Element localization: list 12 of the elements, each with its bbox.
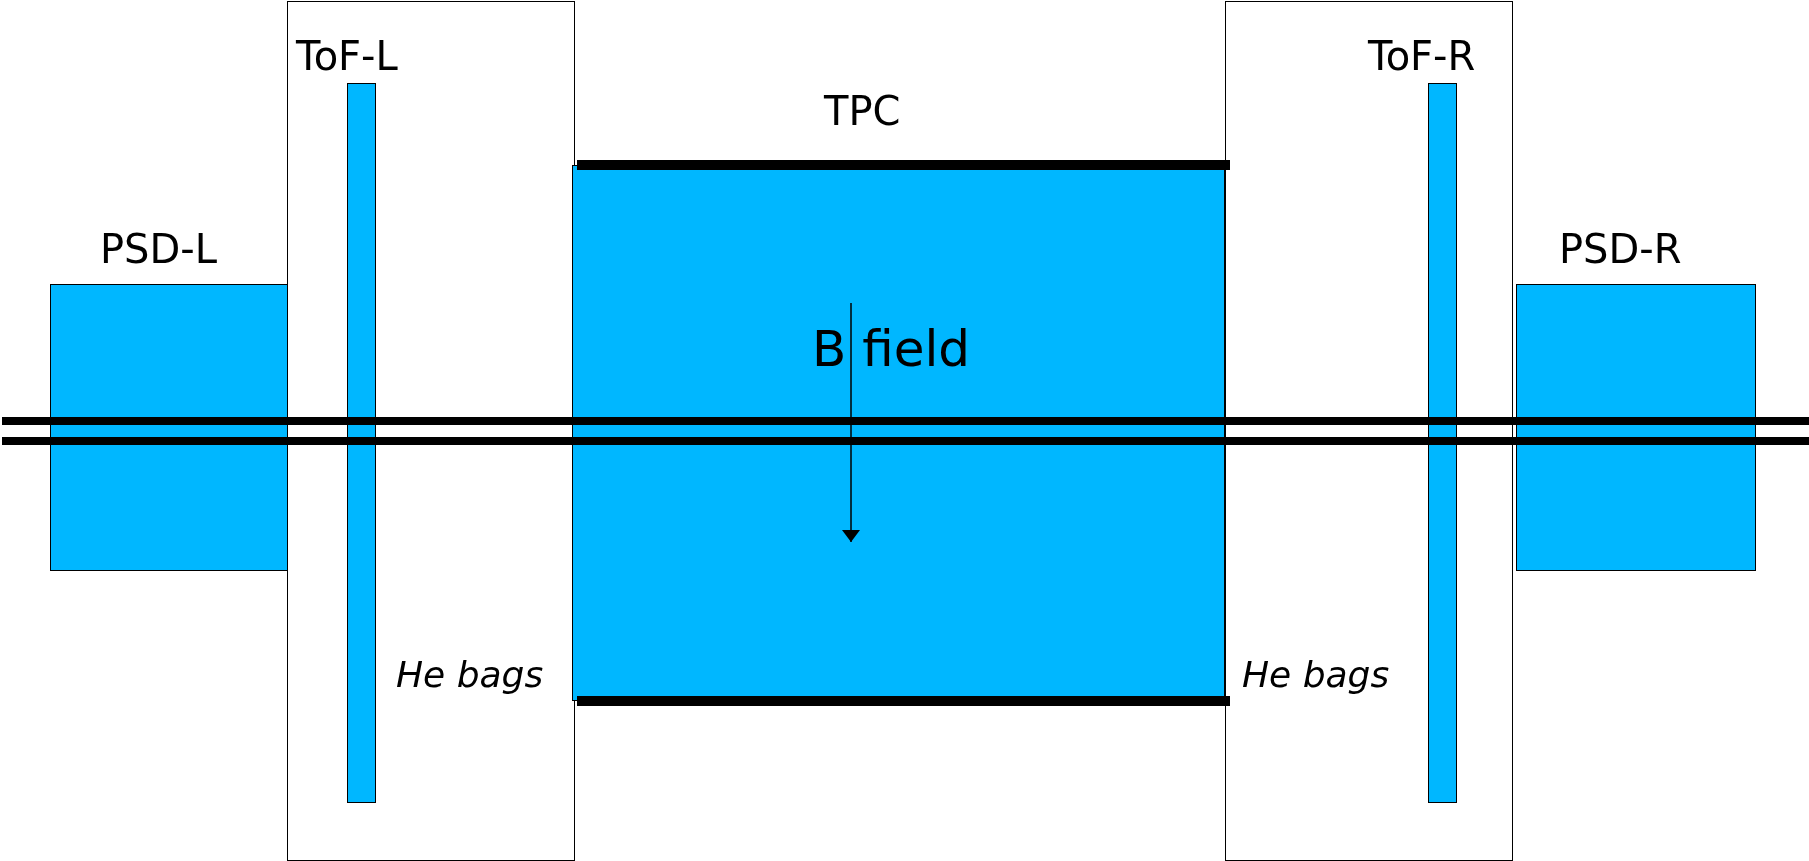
region-label: He bags <box>1242 657 1390 693</box>
detector-label: PSD-L <box>100 229 218 269</box>
field-label: B field <box>812 324 971 374</box>
detector-label: PSD-R <box>1559 229 1682 269</box>
tof-bar <box>347 83 376 803</box>
tof-bar <box>1428 83 1457 803</box>
he-bag-frame <box>1225 1 1513 861</box>
detector-label: ToF-L <box>296 36 398 76</box>
he-bag-frame <box>287 1 575 861</box>
detector-label: TPC <box>824 91 901 131</box>
detector-label: ToF-R <box>1368 36 1476 76</box>
region-label: He bags <box>396 657 544 693</box>
